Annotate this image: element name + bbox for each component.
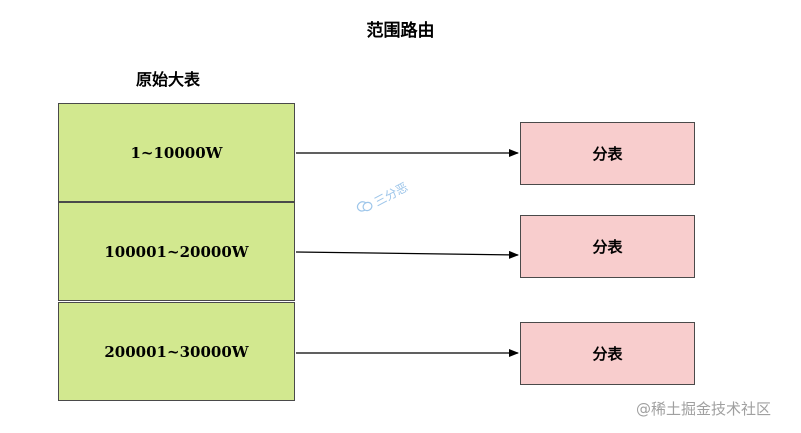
center-watermark: 三分恶 <box>354 178 411 219</box>
range-block-2: 100001~20000W <box>58 202 295 301</box>
chat-bubble-icon <box>354 196 376 219</box>
diagram-title: 范围路由 <box>366 21 435 41</box>
range-label-3: 200001~30000W <box>104 342 249 361</box>
corner-watermark: @稀土掘金技术社区 <box>636 400 772 418</box>
range-label-1: 1~10000W <box>130 143 223 162</box>
range-label-2: 100001~20000W <box>104 242 249 261</box>
shard-table-3: 分表 <box>520 322 695 385</box>
shard-label-3: 分表 <box>592 345 623 363</box>
range-block-3: 200001~30000W <box>58 302 295 401</box>
arrow-2 <box>295 250 519 259</box>
original-table-label: 原始大表 <box>136 70 201 89</box>
shard-table-2: 分表 <box>520 215 695 278</box>
shard-label-2: 分表 <box>592 238 623 256</box>
range-block-1: 1~10000W <box>58 103 295 202</box>
shard-table-1: 分表 <box>520 122 695 185</box>
shard-label-1: 分表 <box>592 145 623 163</box>
